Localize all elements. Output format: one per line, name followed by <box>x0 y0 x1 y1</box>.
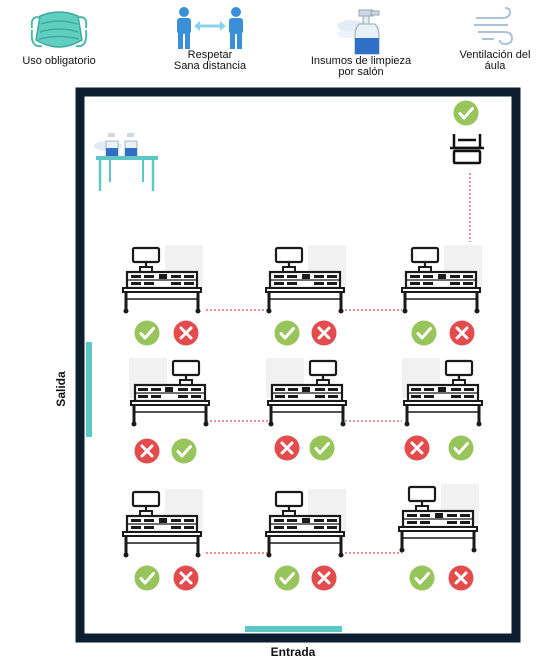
spray-bottle-icon <box>337 9 380 55</box>
workstation <box>127 356 211 465</box>
check-icon <box>170 437 198 465</box>
check-icon <box>447 434 475 462</box>
desk-icon <box>400 356 484 428</box>
cross-icon <box>448 319 476 347</box>
entrance-label: Entrada <box>270 645 316 659</box>
legend-ventilation: Ventilación del áula <box>440 6 541 72</box>
workstation <box>121 243 205 347</box>
legend-label: por salón <box>338 66 384 78</box>
teacher-desk-icon <box>450 134 484 165</box>
distance-lines <box>206 173 471 554</box>
workstation <box>264 356 348 462</box>
legend-label: áula <box>484 60 506 72</box>
exit-label: Salida <box>54 371 68 407</box>
desk-icon <box>264 356 348 428</box>
desk-icon <box>397 482 481 554</box>
desk-icon <box>121 243 205 315</box>
desk-icon <box>121 487 205 559</box>
entrance-door[interactable] <box>245 626 342 632</box>
legend-label: Ventilación del <box>459 49 531 61</box>
legend-distance: Respetar Sana distancia <box>150 6 270 72</box>
face-mask-icon <box>30 11 88 48</box>
check-icon <box>408 564 436 592</box>
desk-icon <box>264 243 348 315</box>
legend-cleaning: Insumos de limpieza por salón <box>294 4 428 78</box>
check-icon <box>133 319 161 347</box>
desk-icon <box>400 243 484 315</box>
cross-icon <box>172 319 200 347</box>
legend-mask: Uso obligatorio <box>0 6 118 67</box>
legend-label: Sana distancia <box>173 60 247 72</box>
cross-icon <box>310 564 338 592</box>
wind-icon <box>474 7 514 46</box>
desk-icon <box>264 487 348 559</box>
workstation <box>400 243 484 347</box>
classroom-wall <box>75 87 521 643</box>
workstation <box>400 356 484 462</box>
cross-icon <box>172 564 200 592</box>
check-icon <box>410 319 438 347</box>
desk-icon <box>127 356 211 428</box>
cross-icon <box>447 564 475 592</box>
cross-icon <box>310 319 338 347</box>
exit-door[interactable] <box>86 342 92 437</box>
legend-label: Insumos de limpieza <box>310 55 412 67</box>
workstation <box>121 487 205 592</box>
workstation <box>264 243 348 347</box>
check-icon <box>273 319 301 347</box>
cross-icon <box>403 434 431 462</box>
workstation <box>397 482 481 592</box>
legend-label: Uso obligatorio <box>22 55 96 67</box>
cross-icon <box>273 434 301 462</box>
legend-label: Respetar <box>187 49 233 61</box>
social-distance-icon <box>177 7 243 49</box>
check-icon <box>308 434 336 462</box>
check-icon <box>133 564 161 592</box>
workstation <box>264 487 348 592</box>
cleaning-table-icon <box>94 133 158 191</box>
check-icon <box>273 564 301 592</box>
teacher-desk-status-icon <box>452 99 480 127</box>
cross-icon <box>133 437 161 465</box>
